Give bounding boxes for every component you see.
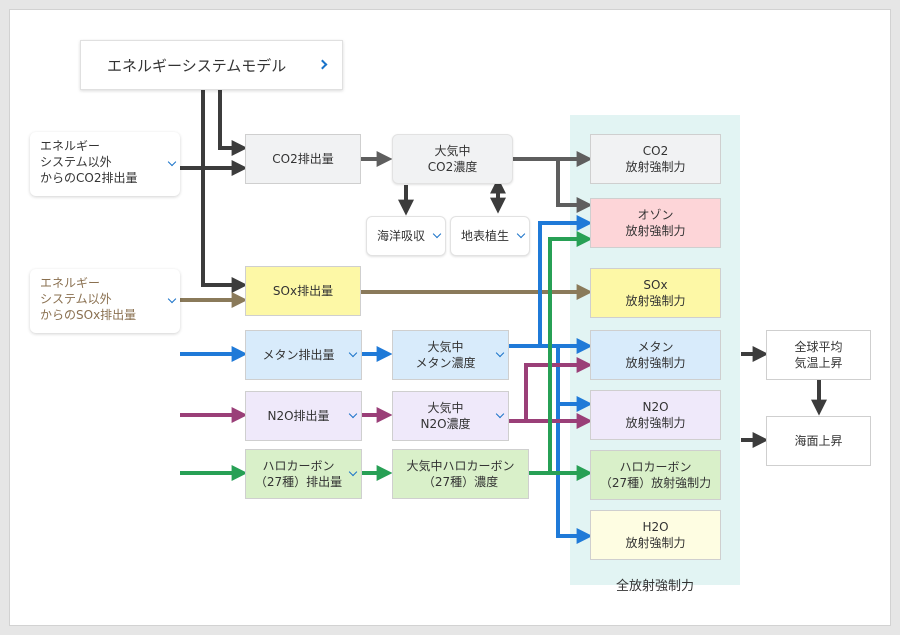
halocarbon-concentration-box: 大気中ハロカーボン （27種）濃度	[392, 449, 529, 499]
arrow-methane-to-ozone	[538, 215, 593, 346]
methane-forcing-box: メタン 放射強制力	[590, 330, 721, 380]
methane-concentration-button[interactable]: 大気中 メタン濃度	[392, 330, 509, 380]
ozone-forcing-box: オゾン 放射強制力	[590, 198, 721, 248]
arrow-title-to-sox	[201, 90, 248, 293]
co2-concentration-line-2: CO2濃度	[427, 160, 478, 174]
chevron-right-icon	[317, 59, 328, 70]
co2-forcing-line-2: 放射強制力	[625, 160, 686, 174]
n2o-forcing-box: N2O 放射強制力	[590, 390, 721, 440]
diagram-canvas: エネルギーシステムモデル エネルギー システム以外 からのCO2排出量 エネルギ…	[9, 9, 891, 626]
sox-emissions-box: SOx排出量	[245, 266, 361, 316]
co2-emissions-label: CO2排出量	[272, 152, 334, 166]
methane-forcing-line-2: 放射強制力	[625, 356, 686, 370]
temperature-rise-line-1: 全球平均	[794, 340, 843, 354]
co2-emissions-box: CO2排出量	[245, 134, 361, 184]
methane-emissions-label: メタン排出量	[262, 348, 335, 362]
n2o-forcing-line-2: 放射強制力	[625, 416, 686, 430]
land-vegetation-label: 地表植生	[460, 229, 509, 243]
h2o-forcing-line-1: H2O	[642, 520, 669, 534]
sea-level-rise-label: 海面上昇	[794, 434, 843, 448]
co2-forcing-line-1: CO2	[642, 144, 669, 158]
arrow-co2-conc-to-ozone	[556, 159, 593, 213]
n2o-concentration-button[interactable]: 大気中 N2O濃度	[392, 391, 509, 441]
ocean-absorption-label: 海洋吸収	[376, 229, 425, 243]
temperature-rise-box: 全球平均 気温上昇	[766, 330, 871, 380]
halocarbon-forcing-line-2: （27種）放射強制力	[599, 476, 712, 490]
methane-concentration-line-1: 大気中	[427, 340, 464, 354]
sea-level-rise-box: 海面上昇	[766, 416, 871, 466]
other-co2-line-2: システム以外	[40, 155, 112, 169]
n2o-concentration-line-2: N2O濃度	[420, 417, 471, 431]
sox-forcing-line-2: 放射強制力	[625, 294, 686, 308]
halocarbon-concentration-line-2: （27種）濃度	[422, 475, 499, 489]
co2-concentration-line-1: 大気中	[434, 144, 471, 158]
methane-concentration-line-2: メタン濃度	[415, 356, 476, 370]
halocarbon-forcing-box: ハロカーボン （27種）放射強制力	[590, 450, 721, 500]
arrow-halo-to-ozone	[548, 231, 593, 473]
arrow-methane-to-h2o	[556, 404, 593, 544]
halocarbon-emissions-button[interactable]: ハロカーボン （27種）排出量	[245, 449, 362, 499]
chevron-down-icon	[516, 229, 526, 239]
other-co2-line-1: エネルギー	[40, 139, 101, 153]
halocarbon-forcing-line-1: ハロカーボン	[619, 460, 692, 474]
flow-arrows	[180, 90, 827, 544]
co2-concentration-box: 大気中 CO2濃度	[392, 134, 513, 184]
arrow-methane-to-n2o	[556, 346, 593, 412]
chevron-down-icon	[495, 348, 505, 358]
n2o-emissions-button[interactable]: N2O排出量	[245, 391, 362, 441]
other-sox-line-2: システム以外	[40, 292, 112, 306]
chevron-down-icon	[348, 467, 358, 477]
sox-emissions-label: SOx排出量	[272, 284, 334, 298]
h2o-forcing-box: H2O 放射強制力	[590, 510, 721, 560]
chevron-down-icon	[348, 348, 358, 358]
ocean-absorption-button[interactable]: 海洋吸収	[366, 216, 446, 256]
methane-forcing-line-1: メタン	[637, 340, 674, 354]
other-sox-line-1: エネルギー	[40, 276, 101, 290]
sox-forcing-box: SOx 放射強制力	[590, 268, 721, 318]
other-co2-emissions-button[interactable]: エネルギー システム以外 からのCO2排出量	[30, 132, 180, 196]
energy-system-model-label: エネルギーシステムモデル	[107, 56, 287, 75]
n2o-emissions-label: N2O排出量	[267, 409, 330, 423]
ozone-forcing-line-2: 放射強制力	[625, 224, 686, 238]
h2o-forcing-line-2: 放射強制力	[625, 536, 686, 550]
ozone-forcing-line-1: オゾン	[637, 208, 674, 222]
chevron-down-icon	[432, 229, 442, 239]
halocarbon-emissions-line-1: ハロカーボン	[262, 459, 335, 473]
temperature-rise-line-2: 気温上昇	[794, 356, 843, 370]
energy-system-model-button[interactable]: エネルギーシステムモデル	[80, 40, 343, 90]
total-forcing-label: 全放射強制力	[615, 579, 694, 594]
n2o-forcing-line-1: N2O	[642, 400, 669, 414]
land-vegetation-button[interactable]: 地表植生	[450, 216, 530, 256]
chevron-down-icon	[495, 409, 505, 419]
other-co2-line-3: からのCO2排出量	[40, 171, 138, 185]
other-sox-emissions-button[interactable]: エネルギー システム以外 からのSOx排出量	[30, 269, 180, 333]
halocarbon-emissions-line-2: （27種）排出量	[254, 475, 343, 489]
methane-emissions-button[interactable]: メタン排出量	[245, 330, 362, 380]
n2o-concentration-line-1: 大気中	[427, 401, 464, 415]
arrow-n2o-to-methane	[524, 357, 593, 421]
co2-forcing-box: CO2 放射強制力	[590, 134, 721, 184]
chevron-down-icon	[348, 409, 358, 419]
arrow-title-to-co2	[218, 90, 248, 156]
other-sox-line-3: からのSOx排出量	[40, 308, 137, 322]
sox-forcing-line-1: SOx	[643, 278, 668, 292]
halocarbon-concentration-line-1: 大気中ハロカーボン	[406, 459, 515, 473]
